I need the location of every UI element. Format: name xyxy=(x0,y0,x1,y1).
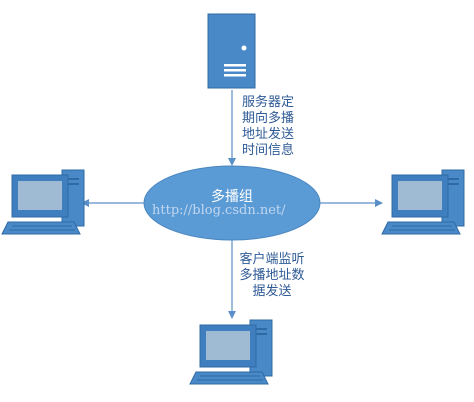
multicast-group-label: 多播组 xyxy=(211,189,253,205)
desktop-computer-icon xyxy=(1,169,85,235)
server-caption: 服务器定 期向多播 地址发送 时间信息 xyxy=(242,95,306,159)
server-caption-line: 时间信息 xyxy=(242,143,295,158)
server-caption-line: 服务器定 xyxy=(242,95,295,110)
client-caption-line: 多播地址数 xyxy=(239,268,305,283)
server-caption-line: 地址发送 xyxy=(242,127,295,142)
server-tower-icon xyxy=(207,13,256,89)
client-caption-line: 据发送 xyxy=(252,284,292,299)
watermark-text: http://blog.csdn.net/ xyxy=(152,203,286,218)
desktop-computer-icon xyxy=(381,169,465,235)
client-caption: 客户端监听 多播地址数 据发送 xyxy=(232,252,312,300)
desktop-computer-icon xyxy=(189,319,273,385)
client-caption-line: 客户端监听 xyxy=(239,252,305,267)
server-caption-line: 期向多播 xyxy=(242,111,295,126)
